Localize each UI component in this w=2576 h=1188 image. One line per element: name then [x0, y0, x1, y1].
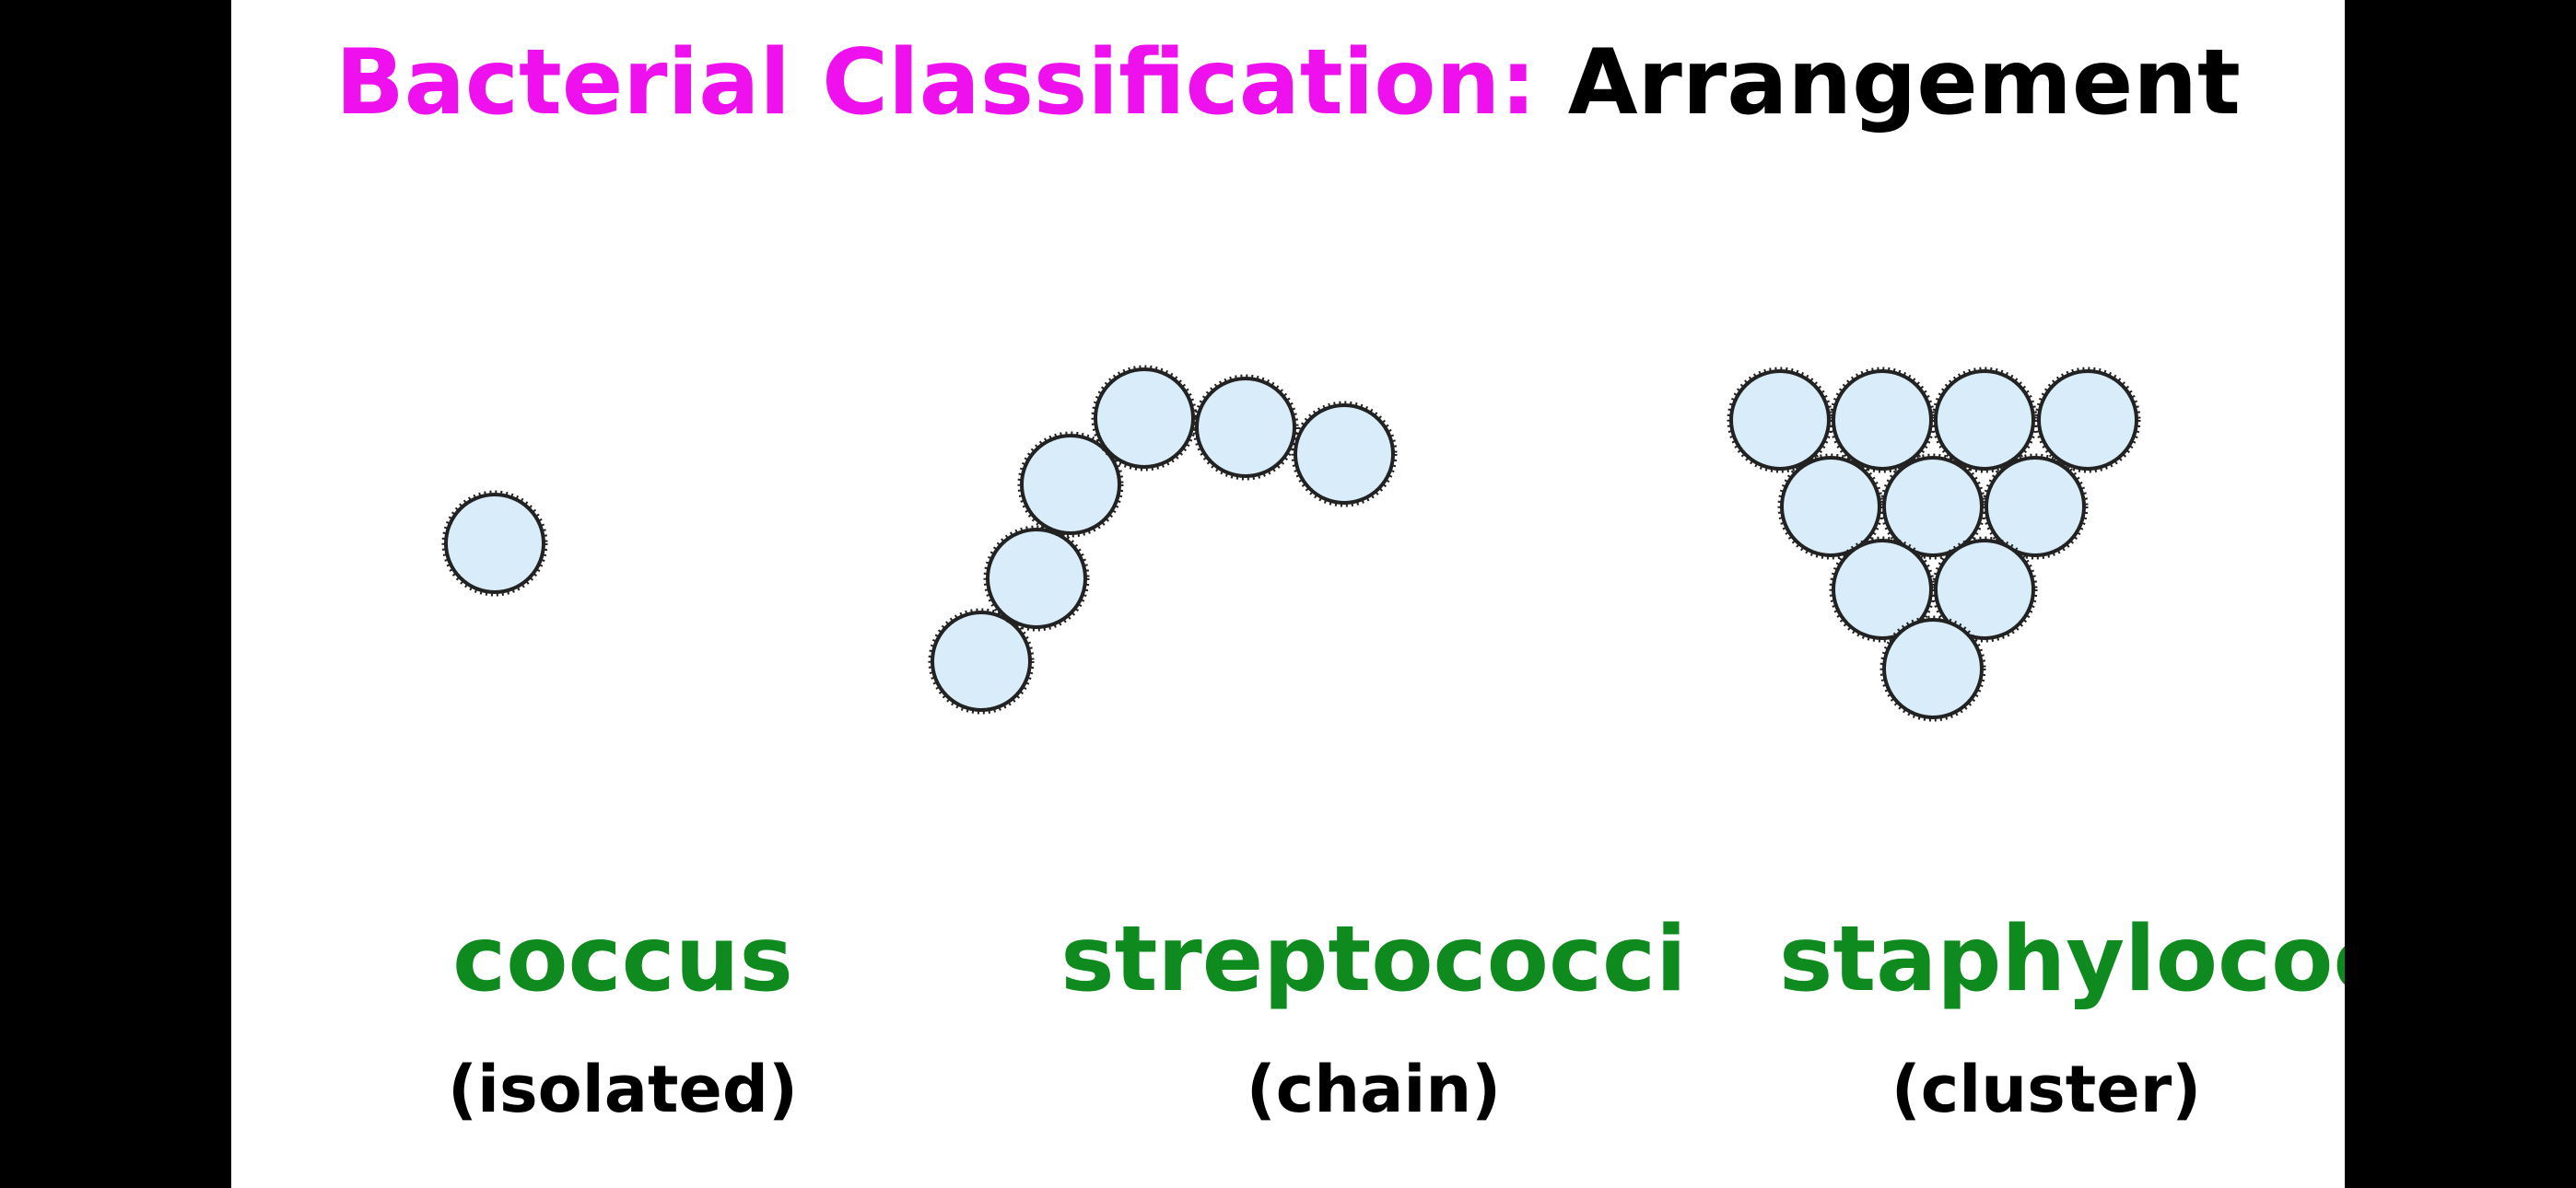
staphylococci-cell-7: [1985, 456, 2086, 557]
staphylococci-cell-9-fringe: [1931, 536, 2038, 643]
slide-title: Bacterial Classification: Arrangement: [231, 28, 2345, 138]
staphylococci-cell-4-fringe: [2034, 367, 2141, 473]
staphylococci-diagram: [1727, 367, 2141, 722]
coccus-cell-1-fringe: [441, 490, 548, 597]
bacteria-illustration: [441, 365, 2141, 722]
staphylococci-cell-9: [1934, 539, 2035, 640]
staphylococci-cell-10-fringe: [1879, 615, 1986, 722]
coccus-diagram: [441, 490, 548, 597]
staphylococci-cell-1: [1729, 369, 1831, 471]
streptococci-description: (chain): [1246, 1052, 1502, 1127]
coccus-cell-1: [444, 493, 545, 594]
staphylococci-cell-2: [1832, 369, 1933, 471]
streptococci-cell-6: [1294, 403, 1395, 505]
streptococci-cell-4: [1094, 367, 1195, 469]
streptococci-cell-5: [1195, 377, 1296, 478]
staphylococci-description: (cluster): [1891, 1052, 2202, 1127]
staphylococci-cell-5: [1780, 456, 1881, 557]
coccus-label: coccus: [452, 907, 793, 1012]
streptococci-cell-3: [1020, 434, 1121, 535]
slide: Bacterial Classification: Arrangement co…: [231, 0, 2345, 1188]
streptococci-cell-2-fringe: [983, 525, 1090, 632]
staphylococci-cell-4: [2037, 369, 2138, 471]
staphylococci-cell-3: [1934, 369, 2035, 471]
streptococci-diagram: [928, 365, 1398, 715]
streptococci-cell-5-fringe: [1192, 374, 1299, 481]
streptococci-label: streptococci: [1060, 907, 1687, 1012]
staphylococci-cell-10: [1882, 618, 1984, 719]
staphylococci-cell-8: [1832, 539, 1933, 640]
staphylococci-cell-7-fringe: [1982, 453, 2089, 560]
streptococci-cell-2: [986, 528, 1087, 629]
streptococci-cell-1-fringe: [928, 608, 1035, 715]
coccus-description: (isolated): [447, 1052, 798, 1127]
staphylococci-cell-6: [1882, 456, 1984, 557]
title-plain: Arrangement: [1567, 30, 2241, 135]
staphylococci-label: staphylococci: [1779, 907, 2345, 1012]
streptococci-cell-6-fringe: [1291, 401, 1398, 507]
title-accent: Bacterial Classification:: [335, 30, 1537, 135]
streptococci-cell-3-fringe: [1017, 431, 1124, 538]
streptococci-cell-1: [931, 611, 1032, 712]
